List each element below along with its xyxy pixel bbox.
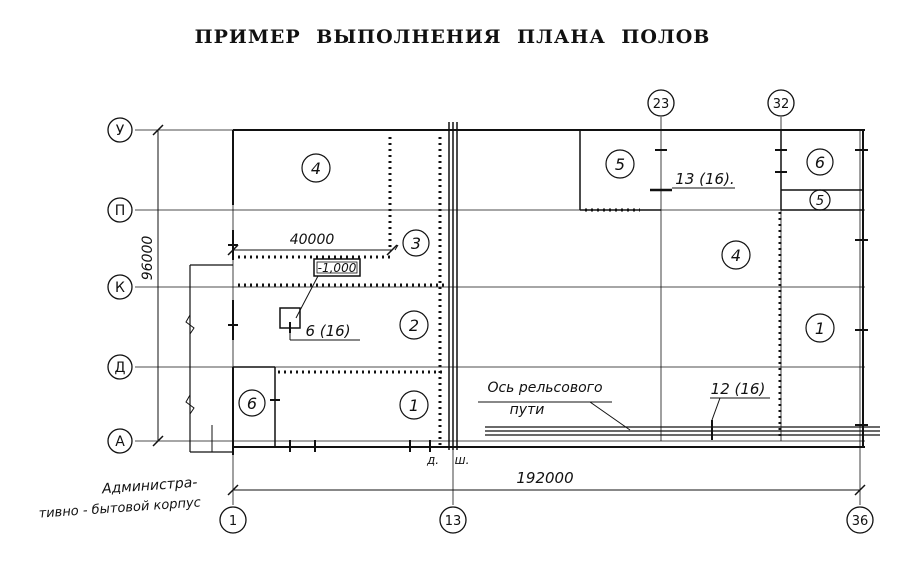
svg-text:1: 1 [815,319,825,338]
zone-marker-1-left: 1 [399,390,429,420]
dimension-192000-label: 192000 [516,469,573,487]
elevation-label: -1,000 [318,261,357,275]
svg-text:1: 1 [409,396,419,415]
zone-marker-6-right: 6 [806,148,834,176]
rail-axis-label-line2: пути [510,402,545,418]
drain-symbol [279,307,360,341]
callout-6-16: 6 (16) [305,322,350,340]
zone-marker-5-right: 5 [809,189,831,211]
callout-13-16: 13 (16). [675,170,734,188]
axis-bubble-d: Д [107,354,133,380]
joint-label-d: д. [426,453,439,467]
dimension-40000-label: 40000 [290,232,335,248]
axis-bubble-32: 32 [767,89,795,117]
svg-text:П: П [115,203,126,219]
rail-track [478,397,880,440]
svg-text:32: 32 [773,97,790,112]
svg-text:Д: Д [115,360,126,376]
svg-text:13: 13 [445,514,462,529]
svg-text:5: 5 [615,155,625,174]
svg-text:5: 5 [816,194,824,209]
axis-bubble-23: 23 [647,89,675,117]
admin-building-label-line2: тивно - бытовой корпус [38,495,201,521]
zone-marker-4-top-left: 4 [301,153,331,183]
svg-text:3: 3 [411,234,421,253]
admin-building-outline [185,264,233,453]
zone-marker-3: 3 [402,229,430,257]
zone-marker-6-admin: 6 [238,389,266,417]
rail-axis-label-line1: Ось рельсового [487,380,602,396]
zone-marker-2: 2 [399,310,429,340]
admin-building-label-line1: Администра- [101,475,198,498]
axis-bubble-36: 36 [846,506,874,534]
dimension-height-label: 96000 [140,236,156,281]
axis-bubble-k: К [107,274,133,300]
zone-marker-1-right: 1 [805,313,835,343]
svg-text:У: У [116,123,125,139]
column-axis-bubbles: 1 13 36 23 32 [219,89,874,534]
dimension-lines [152,124,866,496]
svg-text:6: 6 [815,153,825,172]
svg-text:2: 2 [409,316,419,335]
floor-zone-markers: 4 3 2 1 6 5 6 5 [238,148,835,420]
svg-text:6: 6 [247,394,257,413]
page-title: ПРИМЕР ВЫПОЛНЕНИЯ ПЛАНА ПОЛОВ [194,26,711,48]
axis-bubble-1: 1 [219,506,247,534]
svg-text:23: 23 [653,97,670,112]
joint-label-sh: ш. [455,453,470,467]
axis-bubble-u: У [107,117,133,143]
svg-text:1: 1 [229,514,237,529]
zone-3-leader [394,244,399,251]
svg-text:А: А [115,434,125,450]
axis-bubble-a: А [107,428,133,454]
callout-13-16-leader [650,187,735,192]
partition-lines [233,130,863,447]
svg-text:4: 4 [731,246,741,265]
svg-text:К: К [115,280,125,296]
svg-text:4: 4 [311,159,321,178]
row-axis-bubbles: У П К Д А [107,117,133,454]
axis-bubble-p: П [107,197,133,223]
svg-text:36: 36 [852,514,869,529]
zone-marker-5-top: 5 [605,149,635,179]
zone-dotted-boundaries [238,137,782,445]
callout-12-16: 12 (16) [711,380,766,398]
zone-marker-4-right: 4 [721,240,751,270]
axis-bubble-13: 13 [439,506,467,534]
wall-ticks [228,149,868,452]
building-outline [232,122,865,455]
